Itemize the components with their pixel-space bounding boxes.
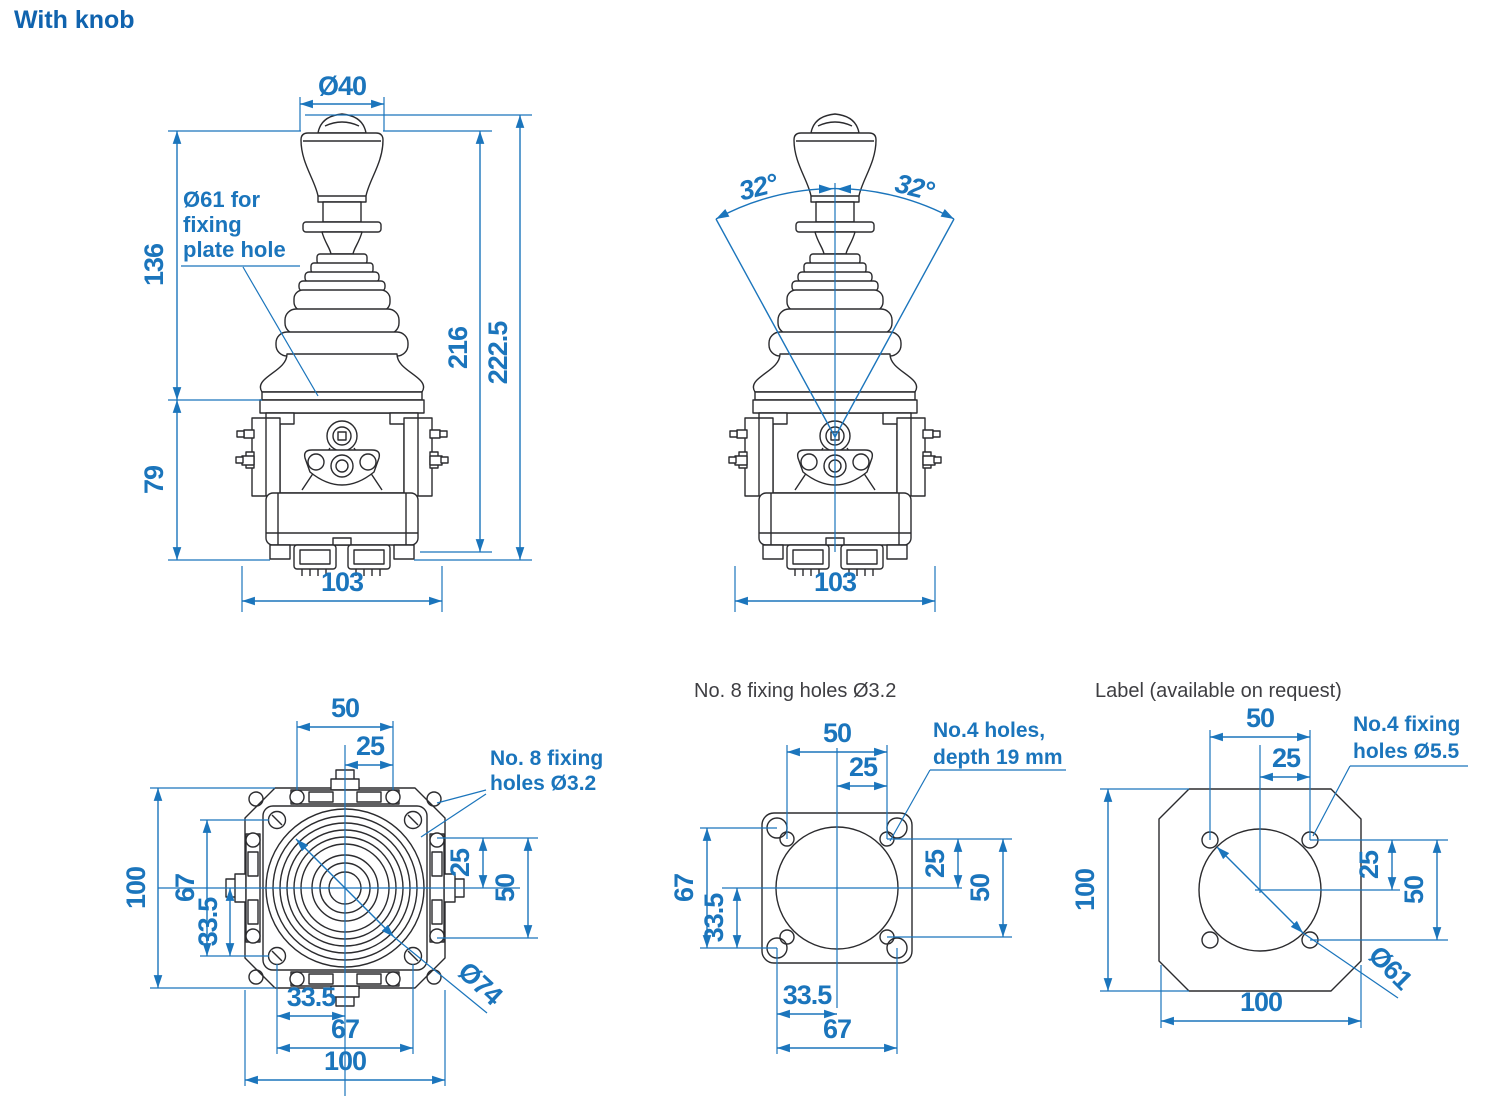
joystick-front-drawing [235,113,449,577]
dim-height-216: 216 [443,326,473,369]
note-fixing-line1: Ø61 for [183,187,260,212]
front-dim-222-5: 222.5 [483,114,525,560]
dim-flange-top-25: 25 [849,752,878,782]
dim-label-right-50: 50 [1399,876,1429,904]
dim-width-103: 103 [321,567,364,597]
dim-height-79: 79 [139,465,169,494]
dim-bottom-67: 67 [331,1014,359,1044]
dim-left-67: 67 [170,874,200,902]
apex-arrow-right [837,184,851,194]
dim-knob-diameter: Ø40 [318,71,366,101]
dim-label-left-100: 100 [1070,869,1100,911]
note-flange-line2: depth 19 mm [933,746,1063,769]
dim-bellows-diameter: Ø74 [452,956,508,1011]
dim-bottom-33-5: 33.5 [287,982,337,1012]
top-view-screws [267,810,423,966]
dim-flange-left-67: 67 [669,874,699,902]
front-view: Ø40 136 79 216 222.5 103 [139,71,532,612]
dim-flange-bottom-33-5: 33.5 [783,980,833,1010]
dim-top-50: 50 [331,693,359,723]
flange-view: No. 8 fixing holes Ø3.2 [669,680,1066,1054]
front-extension-lines [168,97,532,612]
top-view-extension-lines [150,721,538,1086]
top-view-note: No. 8 fixing holes Ø3.2 [420,747,603,838]
dim-top-25: 25 [356,731,385,761]
dim-label-right-25: 25 [1354,850,1384,879]
dim-bottom-100: 100 [324,1046,366,1076]
tilt-view: 32° 32° 103 [715,113,955,612]
dim-left-33-5: 33.5 [193,897,223,947]
dim-label-bottom-100: 100 [1240,987,1282,1017]
flange-note: No.4 holes, depth 19 mm [889,719,1066,842]
dim-height-136: 136 [139,243,169,286]
dim-left-100: 100 [121,867,151,909]
dim-label-top-25: 25 [1272,743,1301,773]
flange-view-title: No. 8 fixing holes Ø3.2 [694,680,896,702]
front-dim-136: 136 [139,131,182,400]
note-top-view-line1: No. 8 fixing [490,747,603,770]
dim-label-top-50: 50 [1246,703,1274,733]
dim-width-103-tilt: 103 [814,567,857,597]
note-label-line1: No.4 fixing [1353,713,1460,736]
flange-dims: 50 25 67 33.5 25 50 33.5 67 [669,718,1008,1053]
dim-flange-right-25: 25 [920,849,950,878]
dim-label-circle-diameter: Ø61 [1363,940,1419,996]
page-title: With knob [14,6,135,34]
front-fixing-plate-note: Ø61 for fixing plate hole [181,187,319,397]
dim-angle-right: 32° [892,168,937,207]
dim-right-25: 25 [445,848,475,877]
label-note: No.4 fixing holes Ø5.5 [1312,713,1468,837]
dim-flange-right-50: 50 [965,874,995,902]
dim-flange-bottom-67: 67 [823,1014,851,1044]
note-label-line2: holes Ø5.5 [1353,740,1460,763]
flange-centerlines [722,748,962,1008]
label-extension-lines [1100,730,1448,1028]
dim-right-50: 50 [490,874,520,902]
label-view-title: Label (available on request) [1095,680,1342,702]
dim-flange-left-33-5: 33.5 [699,893,729,943]
front-dim-knob-diameter: Ø40 [300,71,384,109]
dim-height-222-5: 222.5 [483,321,513,385]
note-top-view-line2: holes Ø3.2 [490,772,596,795]
top-view: 50 25 100 67 33.5 25 50 33.5 67 100 [121,693,603,1096]
front-dim-103: 103 [242,567,442,606]
front-dim-216: 216 [443,131,485,552]
flange-extension-lines [700,745,1012,1054]
dim-angle-left: 32° [736,168,781,207]
front-dim-79: 79 [139,400,182,560]
dim-flange-top-50: 50 [823,718,851,748]
label-view: Label (available on request) [1070,680,1468,1028]
apex-arrow-left [819,184,833,194]
note-flange-line1: No.4 holes, [933,719,1045,742]
note-fixing-line2: fixing [183,212,242,237]
tilt-dim-103: 103 [734,566,936,612]
note-fixing-line3: plate hole [183,237,286,262]
